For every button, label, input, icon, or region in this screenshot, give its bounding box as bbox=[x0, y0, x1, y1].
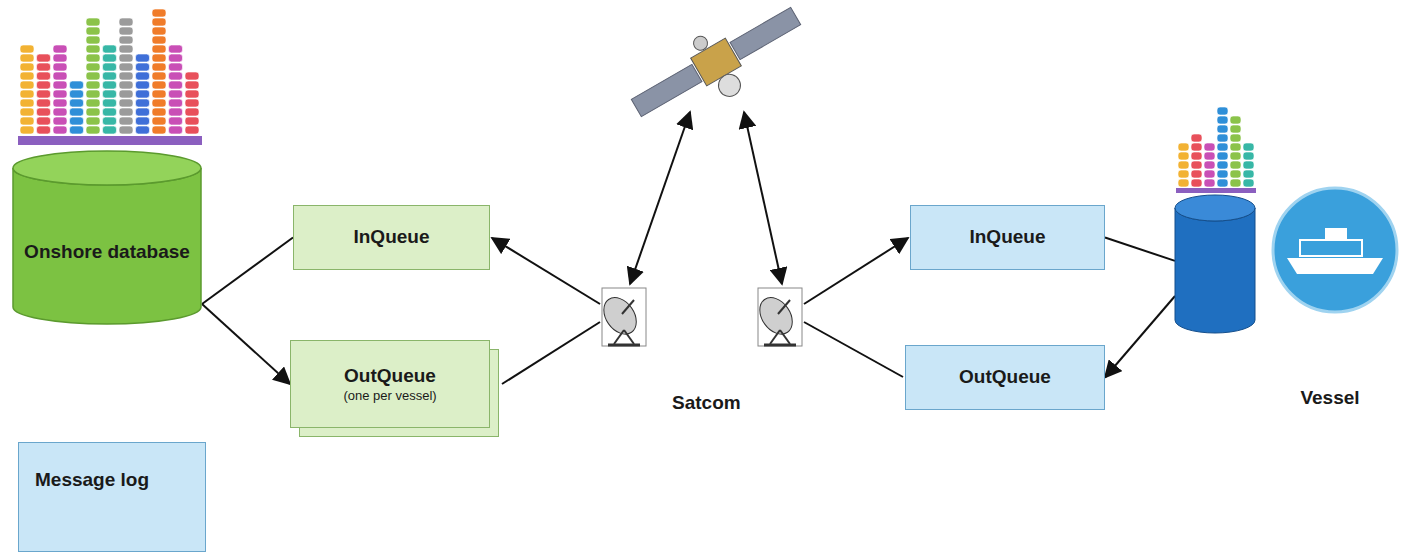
vessel-illustration bbox=[1175, 140, 1400, 335]
queue-box: OutQueue(one per vessel) bbox=[290, 340, 490, 428]
link-line bbox=[492, 238, 600, 304]
node-note: (one per vessel) bbox=[343, 388, 436, 404]
queue-box: OutQueue bbox=[905, 345, 1105, 410]
satcom-label: Satcom bbox=[672, 392, 741, 415]
node-title: InQueue bbox=[353, 226, 429, 249]
connector-line bbox=[202, 238, 293, 305]
queue-box: InQueue bbox=[910, 205, 1105, 270]
node-title: Onshore database bbox=[24, 241, 190, 264]
connector-line bbox=[1105, 296, 1175, 378]
uplink-arrow bbox=[630, 112, 690, 284]
node-title: OutQueue bbox=[959, 366, 1051, 389]
database-cylinder: Onshore database bbox=[12, 150, 202, 325]
connector-line bbox=[202, 304, 290, 384]
cylinder-shape bbox=[12, 150, 202, 325]
node-title: Message log bbox=[35, 469, 149, 492]
downlink-arrow bbox=[744, 112, 782, 284]
link-line bbox=[804, 238, 908, 304]
satellite bbox=[621, 0, 815, 141]
node-title: Vessel bbox=[1270, 387, 1390, 410]
dish-antenna bbox=[597, 288, 646, 346]
vessel-group: Vessel bbox=[1175, 140, 1400, 335]
dish-antenna bbox=[753, 288, 802, 346]
link-line bbox=[804, 322, 903, 377]
connector-line bbox=[1105, 238, 1175, 261]
node-title: InQueue bbox=[969, 226, 1045, 249]
node-title: OutQueue bbox=[344, 365, 436, 388]
link-line bbox=[502, 322, 600, 384]
queue-box: InQueue bbox=[293, 205, 490, 270]
bar-chart-icons bbox=[18, 9, 1256, 193]
log-box: Message log bbox=[18, 442, 206, 552]
